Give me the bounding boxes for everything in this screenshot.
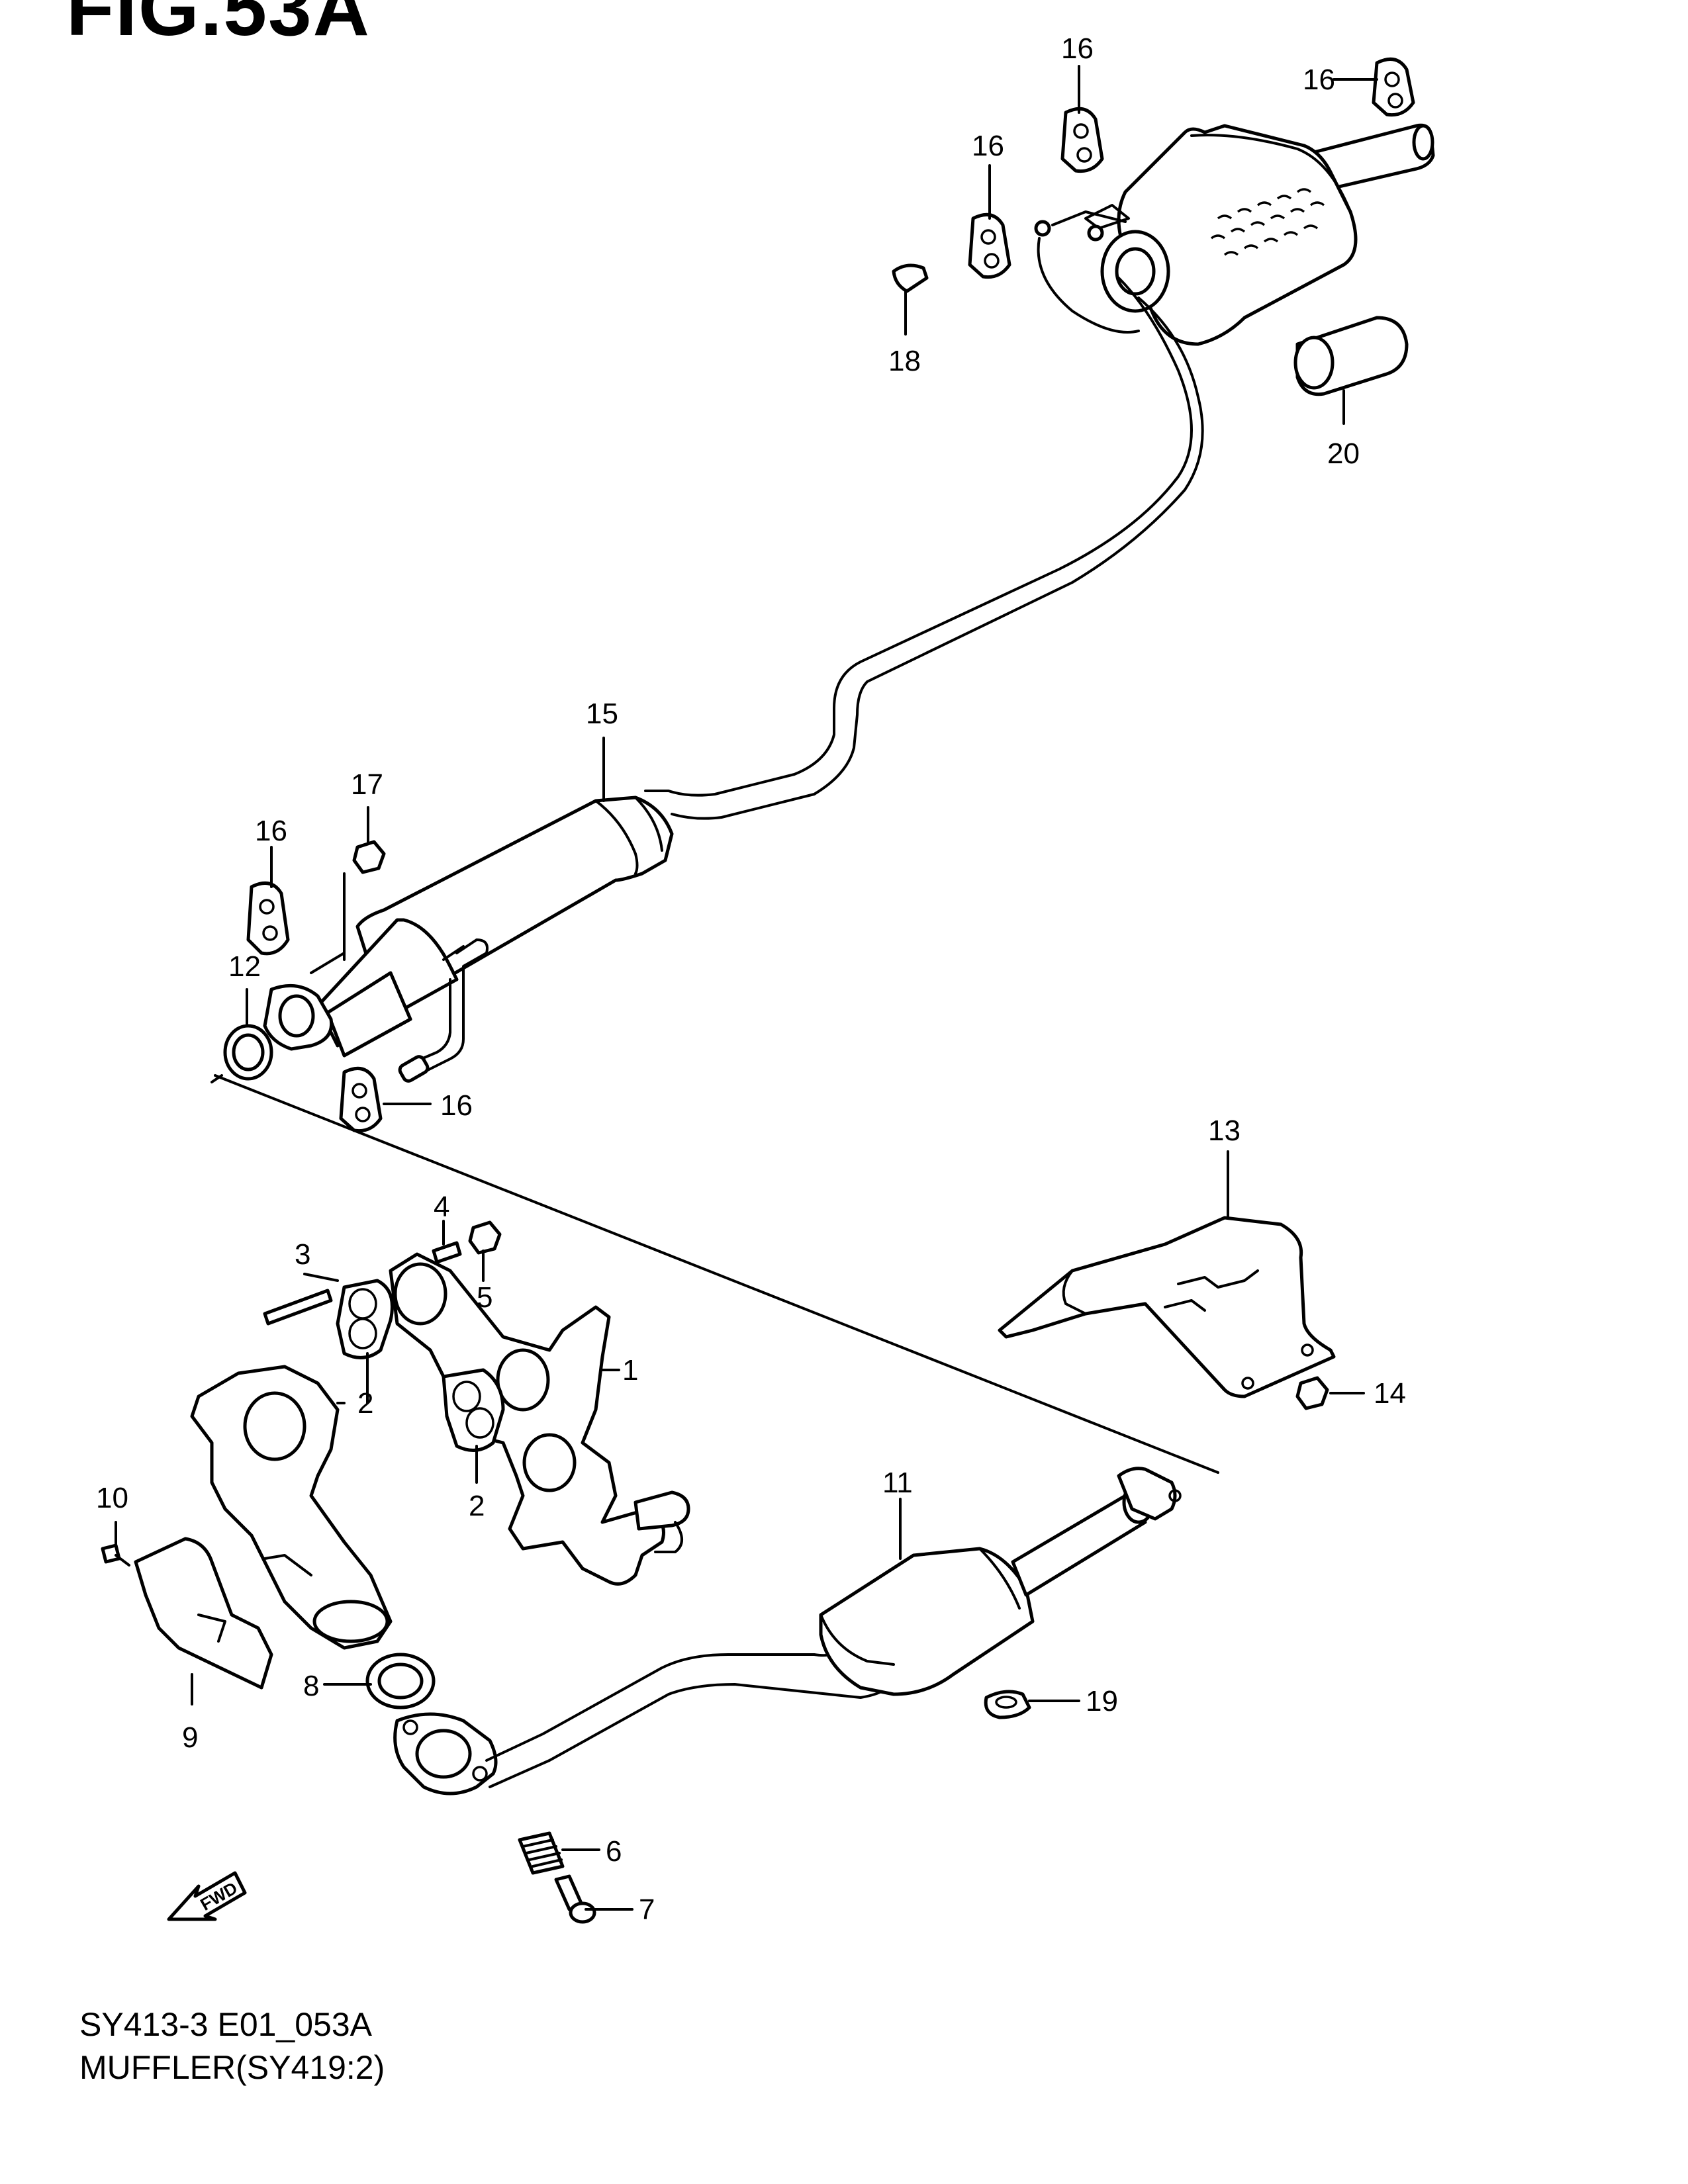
callout-12: 12 — [228, 950, 261, 983]
callout-3: 3 — [295, 1238, 310, 1271]
figure-title: FIG.53A — [66, 0, 371, 52]
stud-4 — [432, 1241, 462, 1264]
clip-18 — [892, 263, 929, 293]
exhaust-front-pipe — [190, 1365, 393, 1650]
figure-code: SY413-3 E01_053A — [79, 2006, 373, 2043]
nut-14 — [1295, 1376, 1329, 1410]
callout-15: 15 — [586, 698, 618, 730]
callout-7: 7 — [639, 1893, 655, 1926]
manifold-gasket — [336, 1279, 394, 1359]
bolt-7 — [554, 1874, 596, 1924]
heat-shield — [998, 1216, 1336, 1398]
manifold-gasket — [442, 1368, 505, 1452]
callout-16: 16 — [255, 815, 287, 847]
assembly-line-left — [211, 1074, 223, 1083]
grommet-19 — [984, 1690, 1031, 1719]
leader-lines — [115, 65, 1378, 1911]
callout-16: 16 — [440, 1089, 473, 1122]
callout-9: 9 — [182, 1721, 198, 1754]
spring-6 — [518, 1831, 565, 1875]
tail-pipe-cutter — [1293, 316, 1409, 396]
callout-4: 4 — [434, 1191, 449, 1223]
callout-2: 2 — [469, 1490, 485, 1522]
assembly-line-right — [214, 1074, 1219, 1474]
figure-caption: MUFFLER(SY419:2) — [79, 2049, 385, 2086]
callout-14: 14 — [1374, 1377, 1406, 1410]
forward-direction-arrow: FWD — [167, 1871, 247, 1921]
catalytic-converter — [819, 1467, 1182, 1696]
lower-pipe — [489, 1683, 888, 1788]
rubber-hanger — [246, 881, 290, 956]
callout-2: 2 — [357, 1387, 373, 1420]
callout-8: 8 — [303, 1670, 319, 1702]
gasket-12 — [223, 1024, 273, 1081]
callout-1: 1 — [622, 1354, 638, 1387]
rubber-hanger — [339, 1066, 383, 1133]
lower-pipe — [485, 1647, 842, 1762]
rubber-hanger — [968, 212, 1011, 279]
gasket-8 — [365, 1653, 436, 1709]
callout-16: 16 — [1061, 32, 1094, 65]
manifold-cover — [134, 1537, 273, 1690]
callout-5: 5 — [477, 1281, 492, 1314]
callout-13: 13 — [1208, 1115, 1241, 1147]
callout-20: 20 — [1327, 437, 1360, 470]
rear-muffler — [1034, 123, 1435, 346]
callout-10: 10 — [96, 1482, 128, 1514]
nut-5 — [468, 1220, 502, 1255]
center-pipe — [644, 277, 1204, 820]
rubber-hanger — [1060, 107, 1104, 173]
center-muffler — [263, 796, 674, 1083]
callout-17: 17 — [351, 768, 383, 801]
callout-16: 16 — [972, 130, 1004, 162]
callout-18: 18 — [888, 345, 921, 377]
rubber-hanger — [1372, 57, 1415, 117]
callout-19: 19 — [1086, 1685, 1118, 1717]
stud-3 — [263, 1289, 333, 1326]
callout-6: 6 — [606, 1835, 622, 1868]
exhaust-manifold — [389, 1252, 690, 1586]
callout-16: 16 — [1303, 64, 1335, 96]
bolt-10 — [101, 1543, 130, 1567]
callout-labels: 16 16 16 18 20 15 17 16 12 16 13 14 4 5 … — [96, 32, 1406, 1926]
nut-17 — [352, 840, 386, 874]
callout-11: 11 — [882, 1467, 913, 1499]
front-pipe-flange — [393, 1712, 498, 1796]
